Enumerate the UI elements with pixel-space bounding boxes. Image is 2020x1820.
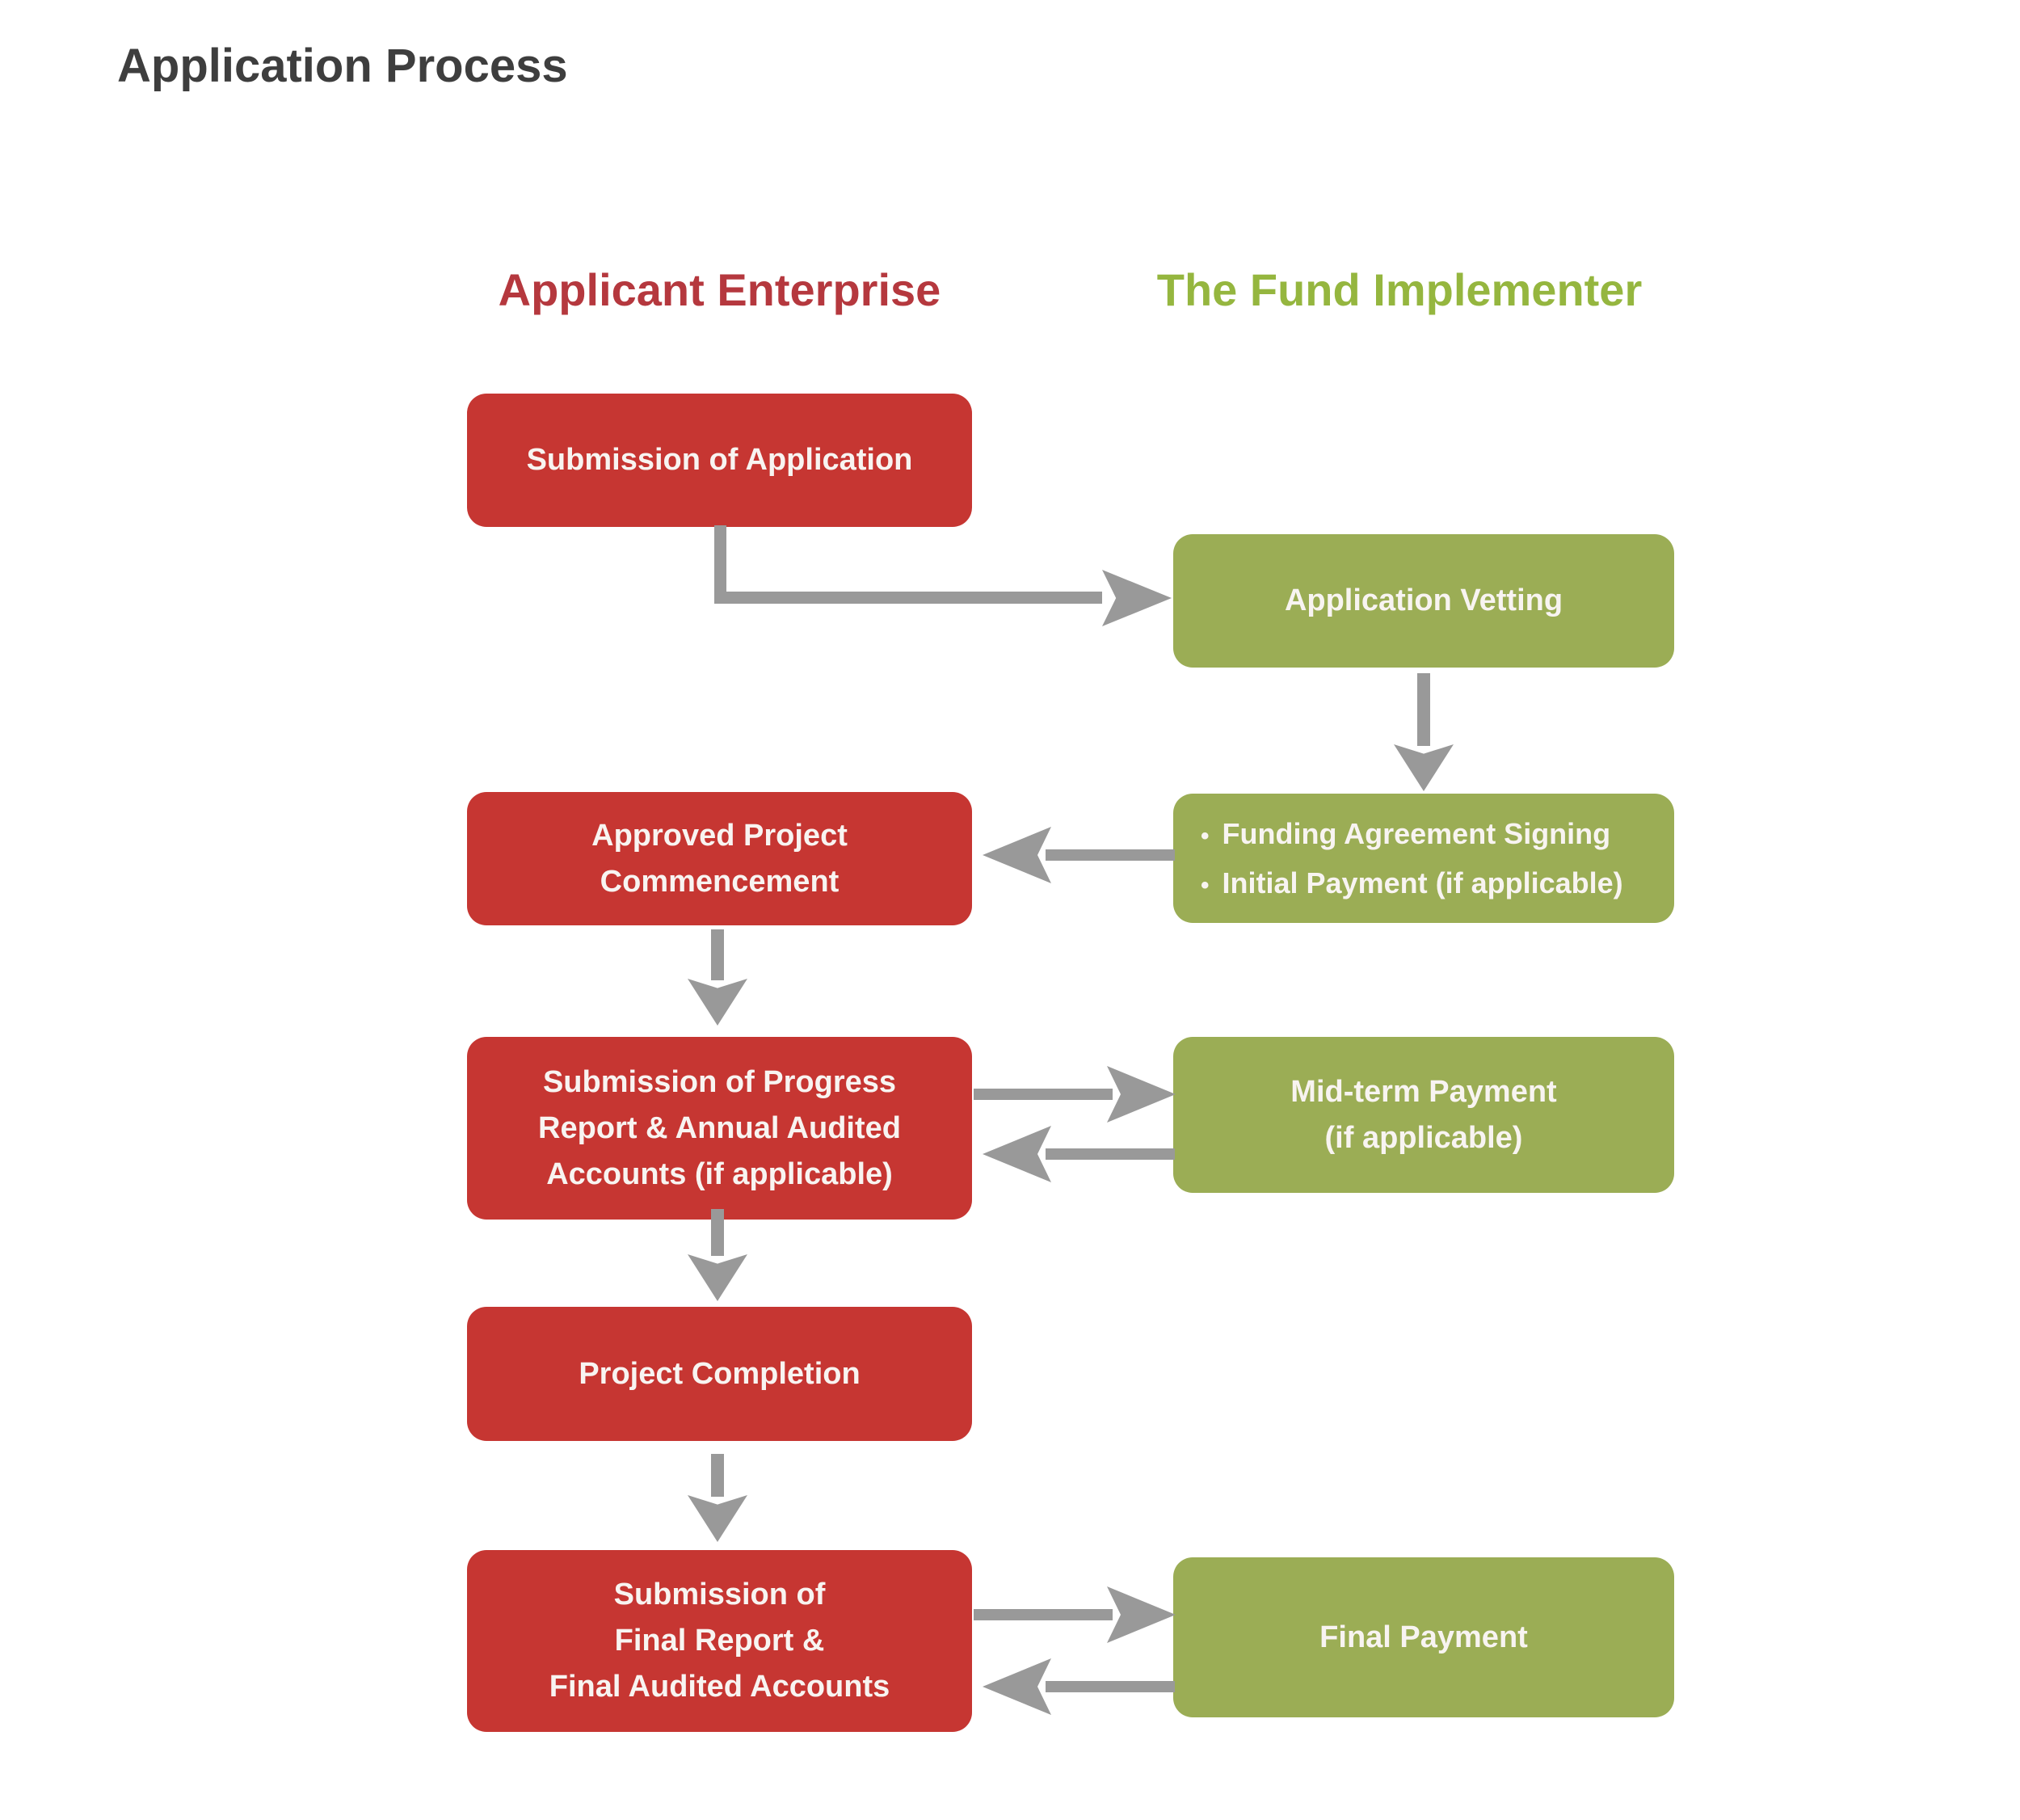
bullet-icon: • bbox=[1201, 822, 1210, 849]
bullet-text: Funding Agreement Signing bbox=[1222, 816, 1611, 850]
box-submission-of-application: Submission of Application bbox=[467, 394, 972, 527]
bullet-icon: • bbox=[1201, 872, 1210, 899]
box-label-line: (if applicable) bbox=[1324, 1120, 1523, 1155]
bullet-item: • Initial Payment (if applicable) bbox=[1201, 858, 1623, 908]
box-progress-report-submission: Submission of Progress Report & Annual A… bbox=[467, 1037, 972, 1220]
box-approved-project-commencement: Approved Project Commencement bbox=[467, 792, 972, 925]
arrow-right-head-icon bbox=[1107, 1586, 1176, 1643]
bullet-text: Initial Payment (if applicable) bbox=[1222, 866, 1623, 899]
box-label-line: Mid-term Payment bbox=[1290, 1074, 1557, 1109]
box-label: Submission of Application bbox=[526, 443, 913, 477]
arrow-right-shaft bbox=[974, 1609, 1113, 1620]
arrow-down-shaft bbox=[711, 1209, 724, 1256]
box-label-line: Final Audited Accounts bbox=[549, 1670, 890, 1704]
box-final-report-submission: Submission of Final Report & Final Audit… bbox=[467, 1550, 972, 1732]
arrow-left-shaft bbox=[1046, 1681, 1175, 1692]
arrow-down-head-icon bbox=[688, 1254, 747, 1301]
box-label-line: Commencement bbox=[600, 864, 840, 899]
box-label: Final Payment bbox=[1319, 1620, 1528, 1654]
box-label-line: Final Report & bbox=[614, 1624, 825, 1658]
arrow-left-head-icon bbox=[983, 1126, 1051, 1182]
column-header-applicant-enterprise: Applicant Enterprise bbox=[498, 264, 941, 315]
arrow-down-head-icon bbox=[1394, 744, 1454, 791]
column-header-fund-implementer: The Fund Implementer bbox=[1156, 264, 1643, 315]
box-label: Project Completion bbox=[579, 1356, 861, 1391]
box-application-vetting: Application Vetting bbox=[1173, 534, 1674, 668]
arrow-down-shaft bbox=[1417, 673, 1430, 746]
box-label-line: Approved Project bbox=[591, 818, 848, 853]
box-label-line: Submission of Progress bbox=[542, 1064, 897, 1099]
arrow-left-head-icon bbox=[983, 1658, 1051, 1715]
bullet-item: • Funding Agreement Signing bbox=[1201, 809, 1610, 858]
box-final-payment: Final Payment bbox=[1173, 1557, 1674, 1717]
arrow-down-shaft bbox=[711, 1454, 724, 1497]
arrow-down-head-icon bbox=[688, 979, 747, 1026]
box-funding-agreement-signing: • Funding Agreement Signing • Initial Pa… bbox=[1173, 794, 1674, 923]
box-label-line: Accounts (if applicable) bbox=[546, 1156, 893, 1191]
arrow-left-head-icon bbox=[983, 827, 1051, 883]
box-label: Application Vetting bbox=[1284, 583, 1563, 617]
arrow-left-shaft bbox=[1046, 1148, 1175, 1160]
arrow-down-head-icon bbox=[688, 1495, 747, 1542]
arrow-elbow-horizontal bbox=[714, 592, 1102, 604]
arrow-down-shaft bbox=[711, 929, 724, 980]
box-label-line: Submission of bbox=[613, 1578, 826, 1611]
arrow-right-head-icon bbox=[1102, 570, 1172, 626]
page-title: Application Process bbox=[117, 40, 568, 92]
box-project-completion: Project Completion bbox=[467, 1307, 972, 1441]
arrow-elbow-vertical bbox=[714, 525, 726, 604]
box-label-line: Report & Annual Audited bbox=[538, 1110, 901, 1145]
arrow-right-shaft bbox=[974, 1089, 1113, 1100]
box-midterm-payment: Mid-term Payment (if applicable) bbox=[1173, 1037, 1674, 1193]
arrow-left-shaft bbox=[1046, 849, 1175, 861]
arrow-right-head-icon bbox=[1107, 1066, 1176, 1123]
